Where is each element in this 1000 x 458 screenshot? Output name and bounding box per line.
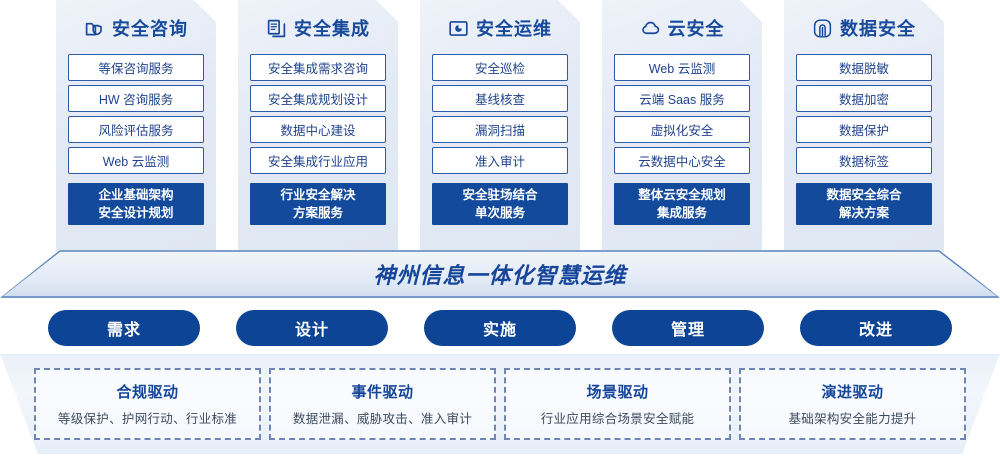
column-highlight[interactable]: 数据安全综合解决方案 (796, 183, 932, 225)
column-title: 云安全 (667, 19, 725, 39)
pill-design[interactable]: 设计 (236, 310, 388, 346)
service-item[interactable]: 数据加密 (796, 85, 932, 112)
driver-subtitle: 等级保护、护网行动、行业标准 (57, 412, 238, 426)
column-security-operations: 安全运维 安全巡检 基线核查 漏洞扫描 准入审计 安全驻场结合单次服务 (420, 0, 580, 252)
folder-shield-icon (84, 18, 105, 39)
column-highlight[interactable]: 企业基础架构安全设计规划 (68, 183, 204, 225)
service-item[interactable]: 安全巡检 (432, 54, 568, 81)
lifecycle-pills: 需求 设计 实施 管理 改进 (0, 310, 1000, 346)
column-security-consulting: 安全咨询 等保咨询服务 HW 咨询服务 风险评估服务 Web 云监测 企业基础架… (56, 0, 216, 252)
column-data-security: 数据安全 数据脱敏 数据加密 数据保护 数据标签 数据安全综合解决方案 (784, 0, 944, 252)
driver-compliance[interactable]: 合规驱动 等级保护、护网行动、行业标准 (34, 368, 261, 440)
column-title: 安全集成 (294, 19, 370, 39)
driver-subtitle: 基础架构安全能力提升 (788, 412, 917, 426)
column-cloud-security: 云安全 Web 云监测 云端 Saas 服务 虚拟化安全 云数据中心安全 整体云… (602, 0, 762, 252)
service-item[interactable]: 准入审计 (432, 147, 568, 174)
service-item[interactable]: 基线核查 (432, 85, 568, 112)
service-item[interactable]: Web 云监测 (68, 147, 204, 174)
service-item[interactable]: 等保咨询服务 (68, 54, 204, 81)
service-item[interactable]: 虚拟化安全 (614, 116, 750, 143)
column-title: 安全咨询 (112, 19, 188, 39)
column-highlight[interactable]: 行业安全解决方案服务 (250, 183, 386, 225)
column-title: 数据安全 (840, 19, 916, 39)
cloud-icon (640, 18, 661, 39)
column-header: 数据安全 (796, 8, 932, 48)
service-item[interactable]: 风险评估服务 (68, 116, 204, 143)
service-item[interactable]: 漏洞扫描 (432, 116, 568, 143)
drivers-row: 合规驱动 等级保护、护网行动、行业标准 事件驱动 数据泄漏、威胁攻击、准入审计 … (0, 354, 1000, 454)
driver-title: 事件驱动 (351, 384, 414, 401)
service-item[interactable]: 数据中心建设 (250, 116, 386, 143)
service-item[interactable]: 安全集成需求咨询 (250, 54, 386, 81)
pill-implementation[interactable]: 实施 (424, 310, 576, 346)
driver-incident[interactable]: 事件驱动 数据泄漏、威胁攻击、准入审计 (269, 368, 496, 440)
folder-chart-icon (448, 18, 469, 39)
platform-banner-title: 神州信息一体化智慧运维 (373, 263, 627, 288)
column-highlight[interactable]: 整体云安全规划集成服务 (614, 183, 750, 225)
service-item[interactable]: 安全集成行业应用 (250, 147, 386, 174)
service-item[interactable]: Web 云监测 (614, 54, 750, 81)
column-security-integration: 安全集成 安全集成需求咨询 安全集成规划设计 数据中心建设 安全集成行业应用 行… (238, 0, 398, 252)
driver-title: 场景驱动 (586, 384, 649, 401)
service-item[interactable]: 数据标签 (796, 147, 932, 174)
column-title: 安全运维 (476, 19, 552, 39)
driver-title: 演进驱动 (821, 384, 884, 401)
driver-scenario[interactable]: 场景驱动 行业应用综合场景安全赋能 (504, 368, 731, 440)
column-header: 安全咨询 (68, 8, 204, 48)
service-item[interactable]: 数据保护 (796, 116, 932, 143)
driver-evolution[interactable]: 演进驱动 基础架构安全能力提升 (739, 368, 966, 440)
pill-requirement[interactable]: 需求 (48, 310, 200, 346)
column-highlight[interactable]: 安全驻场结合单次服务 (432, 183, 568, 225)
column-header: 云安全 (614, 8, 750, 48)
service-item[interactable]: 云端 Saas 服务 (614, 85, 750, 112)
driver-title: 合规驱动 (116, 384, 179, 401)
pill-improvement[interactable]: 改进 (800, 310, 952, 346)
service-item[interactable]: 数据脱敏 (796, 54, 932, 81)
column-header: 安全集成 (250, 8, 386, 48)
service-item[interactable]: 云数据中心安全 (614, 147, 750, 174)
service-item[interactable]: 安全集成规划设计 (250, 85, 386, 112)
service-item[interactable]: HW 咨询服务 (68, 85, 204, 112)
column-header: 安全运维 (432, 8, 568, 48)
fingerprint-icon (812, 18, 833, 39)
pill-management[interactable]: 管理 (612, 310, 764, 346)
driver-subtitle: 数据泄漏、威胁攻击、准入审计 (292, 412, 473, 426)
documents-copy-icon (266, 18, 287, 39)
platform-banner: 神州信息一体化智慧运维 (0, 250, 1000, 298)
driver-subtitle: 行业应用综合场景安全赋能 (540, 412, 695, 426)
service-columns: 安全咨询 等保咨询服务 HW 咨询服务 风险评估服务 Web 云监测 企业基础架… (0, 0, 1000, 252)
